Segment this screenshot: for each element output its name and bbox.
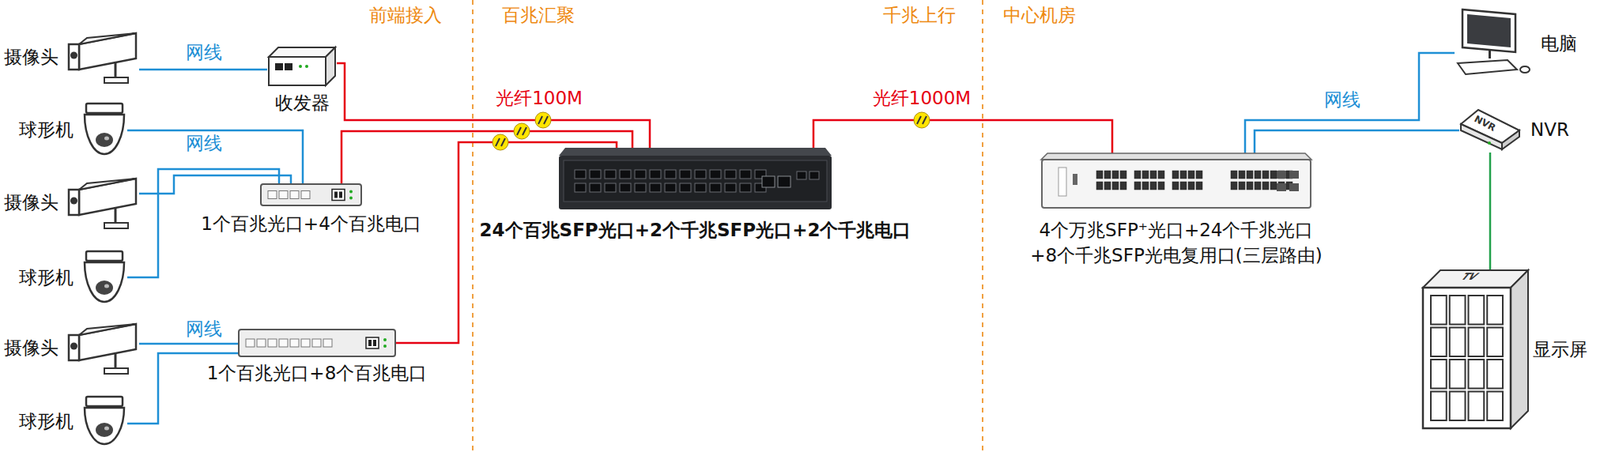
connector-line — [396, 142, 617, 344]
aggregation-switch: 24个百兆SFP光口+2个千兆SFP光口+2个千兆电口 — [558, 147, 832, 210]
core-switch: 4个万兆SFP⁺光口+24个千兆光口 +8个千兆SFP光电复用口(三层路由) — [1041, 153, 1312, 210]
device-label: 球形机 — [18, 118, 74, 142]
video-wall-icon — [1422, 270, 1529, 429]
divider-line — [981, 0, 984, 452]
video-wall: TV显示屏 — [1422, 270, 1529, 429]
section-label: 中心机房 — [1003, 3, 1076, 28]
device-label: 球形机 — [18, 266, 74, 290]
fiber-mark — [535, 112, 551, 129]
access-switch-icon — [237, 328, 397, 358]
transceiver: 收发器 — [267, 42, 337, 87]
link-label: 光纤1000M — [870, 87, 974, 110]
camera: 摄像头 — [66, 28, 140, 86]
dome-camera: 球形机 — [81, 101, 128, 158]
cable-link — [139, 69, 268, 71]
device-label: 球形机 — [18, 410, 74, 434]
connector-line — [813, 120, 1113, 154]
device-label: 4个万兆SFP⁺光口+24个千兆光口 +8个千兆SFP光电复用口(三层路由) — [1029, 217, 1325, 268]
dome-camera: 球形机 — [81, 249, 128, 306]
device-label: 24个百兆SFP光口+2个千兆SFP光口+2个千兆电口 — [479, 218, 912, 242]
fiber-mark — [492, 134, 509, 151]
connector-line — [336, 63, 650, 148]
fiber-link — [813, 120, 1113, 154]
device-label: 摄像头 — [3, 191, 59, 215]
camera-icon — [66, 28, 140, 86]
cable-link — [1245, 52, 1455, 154]
device-label: NVR — [1530, 118, 1570, 142]
link-label: 网线 — [183, 318, 225, 341]
transceiver-icon — [267, 42, 337, 87]
cable-link — [1490, 152, 1491, 271]
nvr-device: NVRNVR — [1459, 106, 1521, 153]
core-switch-icon — [1041, 153, 1312, 210]
camera: 摄像头 — [66, 173, 140, 231]
device-label: 1个百兆光口+4个百兆电口 — [200, 212, 422, 236]
section-label: 百兆汇聚 — [501, 3, 575, 28]
camera-icon — [66, 319, 140, 377]
camera: 摄像头 — [66, 319, 140, 377]
divider-line — [471, 0, 474, 452]
dome-camera-icon — [81, 101, 128, 158]
access-switch: 1个百兆光口+8个百兆电口 — [237, 328, 397, 358]
connector-line — [1245, 52, 1455, 154]
device-label: 电脑 — [1540, 32, 1578, 56]
dome-camera-icon — [81, 249, 128, 306]
device-label: 1个百兆光口+8个百兆电口 — [207, 362, 428, 385]
aggregation-switch-icon — [558, 147, 832, 210]
section-label: 千兆上行 — [883, 3, 956, 28]
connector-line — [1254, 130, 1460, 154]
fiber-mark — [513, 123, 530, 140]
fiber-mark — [913, 112, 930, 129]
device-label: 摄像头 — [3, 336, 59, 360]
link-label: 网线 — [1321, 89, 1363, 112]
fiber-link — [336, 63, 650, 148]
fiber-link — [396, 142, 617, 344]
access-switch-icon — [260, 183, 363, 207]
computer: 电脑 — [1454, 7, 1532, 80]
dome-camera: 球形机 — [81, 395, 128, 448]
link-label: 网线 — [183, 41, 225, 65]
cable-link — [1254, 130, 1460, 154]
connector-line — [139, 68, 268, 72]
computer-icon — [1454, 7, 1532, 80]
access-switch: 1个百兆光口+4个百兆电口 — [260, 183, 363, 207]
dome-camera-icon — [81, 395, 128, 448]
link-label: 光纤100M — [493, 87, 585, 110]
device-label: 收发器 — [275, 91, 330, 115]
cable-link — [139, 343, 238, 345]
connector-line — [139, 343, 238, 346]
device-label: 摄像头 — [3, 45, 59, 69]
camera-icon — [66, 173, 140, 231]
section-label: 前端接入 — [369, 3, 442, 28]
device-label: 显示屏 — [1532, 338, 1588, 362]
link-label: 网线 — [183, 132, 225, 155]
connector-line — [1489, 152, 1492, 271]
